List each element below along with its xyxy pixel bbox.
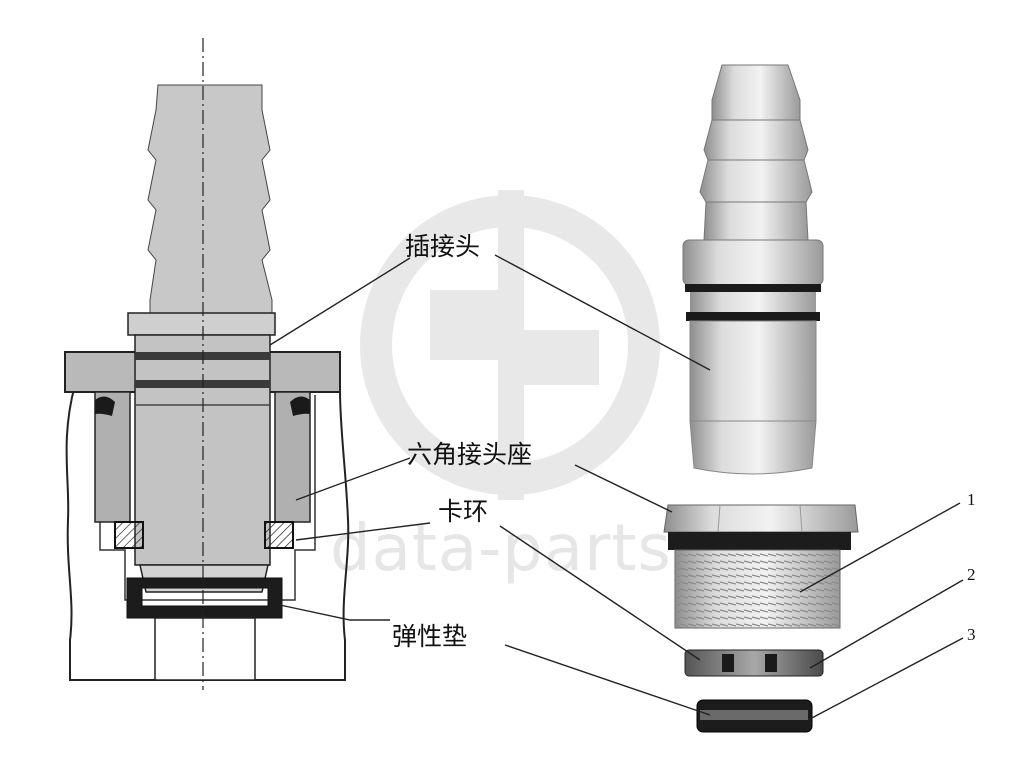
label-hex-connector-seat: 六角接头座 <box>407 440 532 469</box>
hex-connector-seat-part <box>663 504 859 629</box>
label-snap-ring: 卡环 <box>438 497 488 526</box>
watermark: data-parts <box>330 190 672 586</box>
part-number-2: 2 <box>967 565 976 584</box>
snap-ring-part <box>684 649 824 677</box>
exploded-view <box>663 64 859 733</box>
snap-ring-section-right <box>264 521 294 549</box>
part-number-1: 1 <box>967 490 976 509</box>
watermark-text: data-parts <box>330 512 672 586</box>
elastic-pad-section <box>126 577 283 619</box>
plug-shaft <box>147 84 273 316</box>
elastic-pad-part <box>696 699 813 733</box>
label-plug-connector: 插接头 <box>405 232 480 261</box>
plug-connector-part <box>682 64 824 475</box>
snap-ring-section-left <box>114 521 144 549</box>
part-number-3: 3 <box>967 625 976 644</box>
leader-lines <box>269 254 964 721</box>
label-elastic-pad: 弹性垫 <box>392 622 467 651</box>
cross-section-view <box>64 38 350 690</box>
